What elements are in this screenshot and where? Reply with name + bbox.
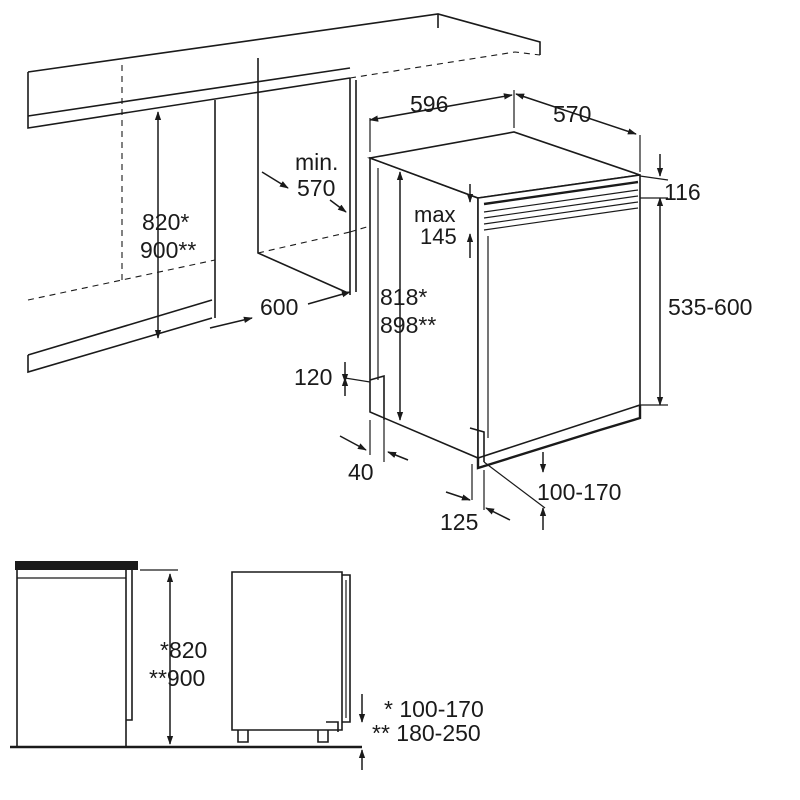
side-range-label-1: * 100-170 <box>384 696 484 722</box>
niche-height-label-1: 820* <box>142 209 189 235</box>
door-range-label: 535-600 <box>668 294 752 320</box>
side-cabinet <box>15 561 138 747</box>
min-value-label: 570 <box>297 175 335 201</box>
plinth-depth-label: 40 <box>348 459 374 485</box>
width-label: 596 <box>410 91 448 117</box>
side-height-label-2: **900 <box>149 665 205 691</box>
side-range-label-2: ** 180-250 <box>372 720 481 746</box>
side-view: *820 **900 * 100-170 ** 180-250 <box>10 561 484 770</box>
worktop <box>27 13 541 129</box>
unit-height-label-1: 818* <box>380 284 427 310</box>
niche-walls <box>257 58 371 295</box>
left-cabinet <box>27 65 216 374</box>
foot-depth-label: 125 <box>440 509 478 535</box>
plinth-height-label: 120 <box>294 364 332 390</box>
side-dishwasher <box>231 571 351 743</box>
foot-range-label: 100-170 <box>537 479 621 505</box>
niche-height-label-2: 900** <box>140 237 196 263</box>
niche-width-label: 600 <box>260 294 298 320</box>
min-label: min. <box>295 149 338 175</box>
dimension-labels: 596 570 116 min. 570 max 145 820* 900** … <box>140 91 752 535</box>
dimension-lines <box>154 90 669 530</box>
unit-height-label-2: 898** <box>380 312 436 338</box>
depth-label: 570 <box>553 101 591 127</box>
top-offset-label: 116 <box>664 179 701 205</box>
max-label: max <box>414 202 456 227</box>
max-value-label: 145 <box>420 224 457 249</box>
side-height-label-1: *820 <box>160 637 207 663</box>
